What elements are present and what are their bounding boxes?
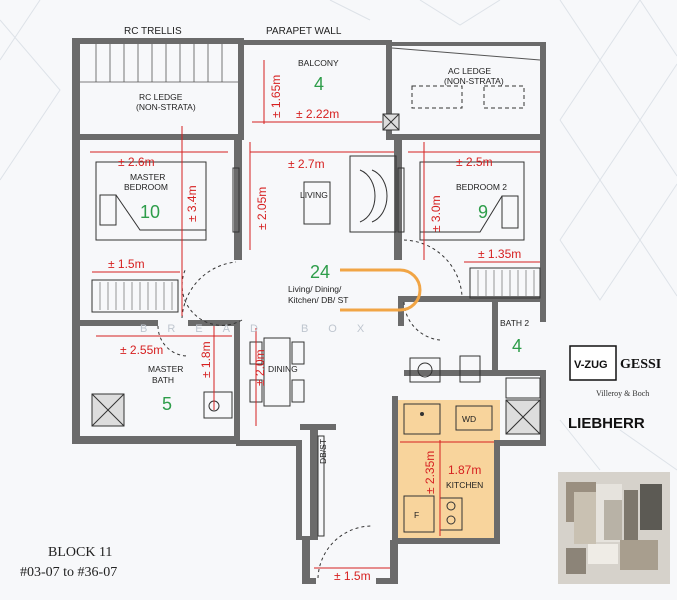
watermark: BREAD BOX bbox=[140, 323, 384, 335]
block-label: BLOCK 11 bbox=[48, 545, 112, 560]
fridge-label: F bbox=[414, 510, 419, 520]
kitchen-area bbox=[396, 400, 500, 538]
dimension-labels: ± 1.65m ± 2.22m ± 2.6m ± 3.4m ± 2.7m ± 2… bbox=[108, 75, 521, 583]
dim-bedroom2-v: ± 3.0m bbox=[429, 195, 443, 232]
vzug-logo: V-ZUG bbox=[569, 345, 617, 381]
bath2-label: BATH 2 bbox=[500, 318, 529, 328]
dining-label: DINING bbox=[268, 364, 298, 374]
bedroom2-label: BEDROOM 2 bbox=[456, 182, 507, 192]
ldk-label: Living/ Dining/ bbox=[288, 284, 342, 294]
master-bedroom-label: MASTER bbox=[130, 172, 165, 182]
material-swatch-photo bbox=[558, 472, 670, 584]
dim-living-v: ± 2.05m bbox=[255, 187, 269, 230]
master-bath-label: MASTER bbox=[148, 364, 183, 374]
ac-ledge-label: AC LEDGE bbox=[448, 66, 491, 76]
parapet-wall-label: PARAPET WALL bbox=[266, 26, 342, 37]
balcony-area: 4 bbox=[314, 74, 324, 94]
fixtures bbox=[80, 44, 541, 579]
living-label: LIVING bbox=[300, 190, 328, 200]
dim-bedroom2-wardrobe: ± 1.35m bbox=[478, 247, 521, 261]
dim-master-bath-h: ± 2.55m bbox=[120, 343, 163, 357]
brand-logos: V-ZUG GESSI Villeroy & Boch LIEBHERR bbox=[568, 345, 661, 432]
wd-label: WD bbox=[462, 414, 476, 424]
dim-master-bedroom-h: ± 2.6m bbox=[118, 155, 155, 169]
gessi-logo: GESSI bbox=[620, 357, 661, 372]
rc-trellis-label: RC TRELLIS bbox=[124, 26, 182, 37]
liebherr-logo: LIEBHERR bbox=[568, 415, 645, 432]
ldk-area: 24 bbox=[310, 262, 330, 282]
bedroom2-area: 9 bbox=[478, 202, 488, 222]
room-labels: RC TRELLIS PARAPET WALL RC LEDGE (NON-ST… bbox=[124, 26, 529, 520]
dim-balcony-v: ± 1.65m bbox=[269, 75, 283, 118]
dim-dining-v: ± 2.0m bbox=[253, 349, 267, 386]
master-bath-sub-label: BATH bbox=[152, 375, 174, 385]
dim-bedroom2-h: ± 2.5m bbox=[456, 155, 493, 169]
kitchen-label: KITCHEN bbox=[446, 480, 483, 490]
ldk-sub-label: Kitchen/ DB/ ST bbox=[288, 295, 348, 305]
rc-ledge-label: RC LEDGE bbox=[139, 92, 183, 102]
dimension-lines bbox=[90, 60, 540, 569]
dim-kitchen-v: ± 2.35m bbox=[423, 451, 437, 494]
block-title: BLOCK 11 #03-07 to #36-07 bbox=[20, 545, 117, 580]
dim-master-bath-v: ± 1.8m bbox=[199, 341, 213, 378]
dbst-label: DB/ST bbox=[318, 439, 328, 464]
dim-balcony-h: ± 2.22m bbox=[296, 107, 339, 121]
master-bath-area: 5 bbox=[162, 394, 172, 414]
dim-master-wardrobe: ± 1.5m bbox=[108, 257, 145, 271]
vzug-logo-text: V-ZUG bbox=[574, 359, 608, 371]
master-bedroom-area: 10 bbox=[140, 202, 160, 222]
dim-kitchen-h: 1.87m bbox=[448, 463, 481, 477]
balcony-label: BALCONY bbox=[298, 58, 339, 68]
dim-master-bedroom-v: ± 3.4m bbox=[185, 185, 199, 222]
rc-ledge-sub-label: (NON-STRATA) bbox=[136, 102, 196, 112]
units-label: #03-07 to #36-07 bbox=[20, 565, 117, 580]
dim-entry: ± 1.5m bbox=[334, 569, 371, 583]
bath2-area: 4 bbox=[512, 336, 522, 356]
villeroy-logo: Villeroy & Boch bbox=[596, 389, 649, 398]
master-bedroom-sub-label: BEDROOM bbox=[124, 182, 168, 192]
dim-living-h: ± 2.7m bbox=[288, 157, 325, 171]
ac-ledge-sub-label: (NON-STRATA) bbox=[444, 76, 504, 86]
